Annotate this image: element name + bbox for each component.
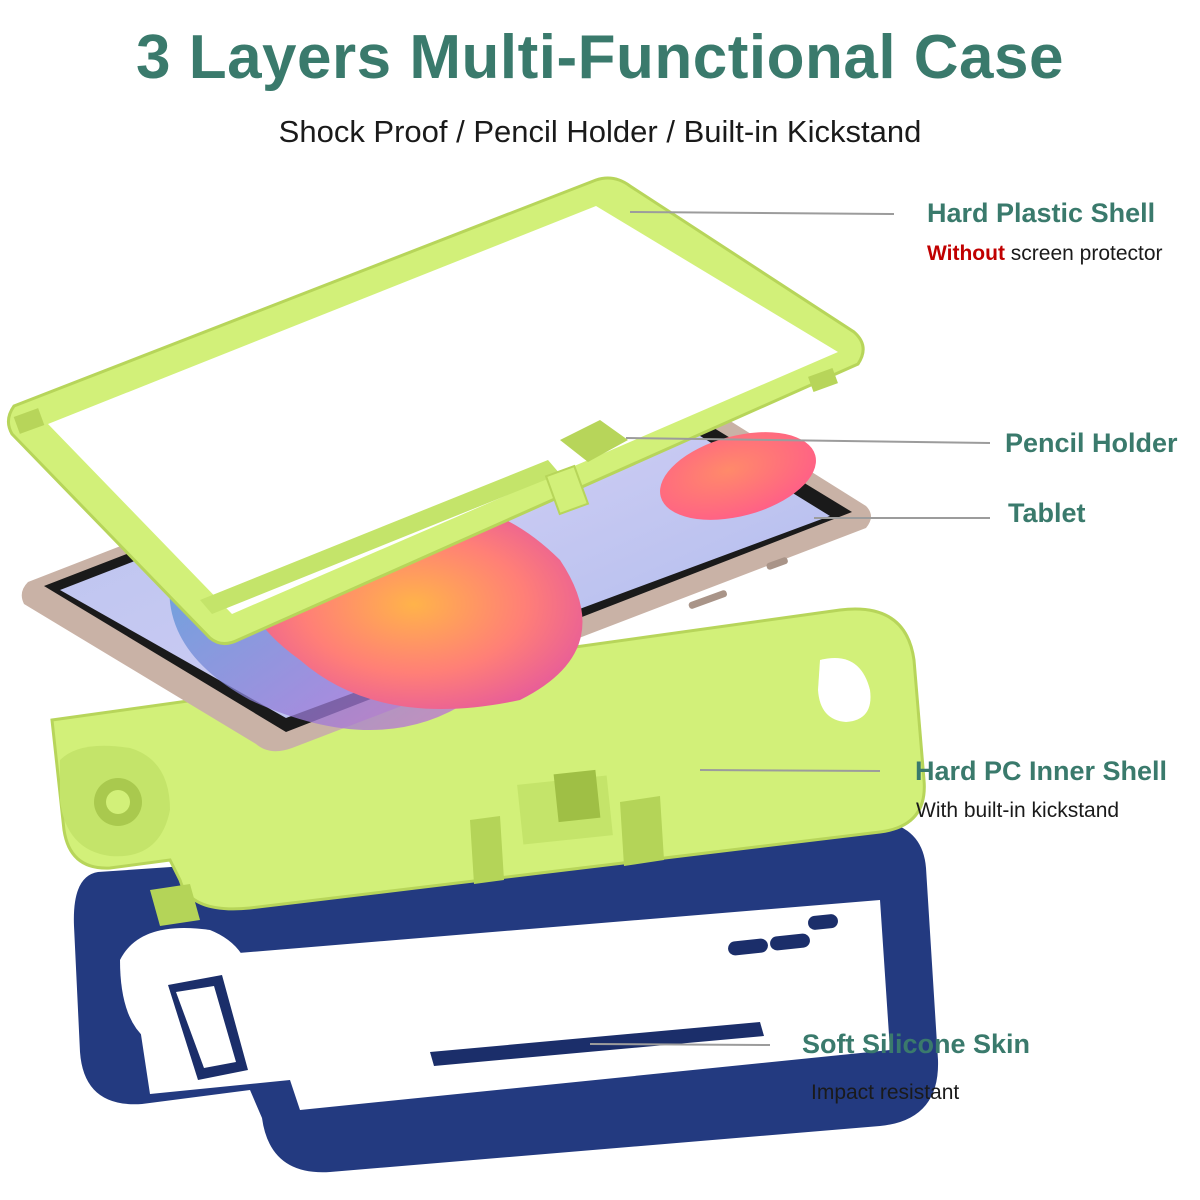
hard-plastic-shell-layer	[7, 176, 865, 645]
emphasis-without: Without	[927, 242, 1005, 265]
desc-rest: screen protector	[1004, 242, 1163, 265]
callout-pencil-holder-title: Pencil Holder	[1005, 428, 1178, 458]
leader-line-inner-shell	[699, 769, 881, 772]
callout-inner-shell-title: Hard PC Inner Shell	[915, 756, 1168, 786]
page-title: 3 Layers Multi-Functional Case	[136, 23, 1064, 92]
callout-hard-plastic-shell-title: Hard Plastic Shell	[927, 198, 1156, 228]
callout-silicone-skin-title: Soft Silicone Skin	[802, 1029, 1031, 1059]
leader-line-hard-plastic-shell	[629, 211, 895, 215]
callout-hard-plastic-shell-desc: Without screen protector	[927, 242, 1163, 266]
callout-inner-shell-desc: With built-in kickstand	[916, 799, 1120, 822]
silicone-skin-layer	[73, 819, 939, 1173]
callout-silicone-skin-desc: Impact resistant	[811, 1081, 960, 1104]
callout-leader-lines	[589, 211, 991, 1046]
inner-shell-layer	[50, 607, 926, 926]
leader-line-silicone-skin	[589, 1043, 771, 1046]
page-subtitle: Shock Proof / Pencil Holder / Built-in K…	[278, 114, 922, 149]
callout-tablet-title: Tablet	[1008, 498, 1086, 528]
leader-line-pencil-holder	[625, 437, 991, 444]
